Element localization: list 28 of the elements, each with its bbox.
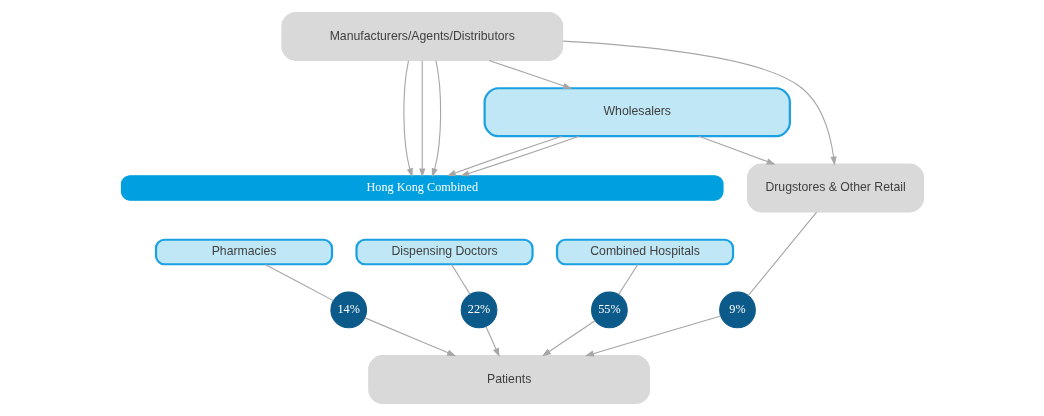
node-box: Manufacturers/Agents/Distributors: [280, 11, 563, 61]
node-circle: 55%: [590, 291, 628, 329]
arrow: [402, 60, 413, 178]
node-box: Dispensing Doctors: [354, 238, 534, 266]
node-box: Pharmacies: [154, 238, 333, 266]
connector: [747, 211, 817, 296]
arrow: [584, 315, 721, 357]
node-circle: 22%: [460, 291, 497, 329]
arrow: [697, 135, 775, 165]
arrow: [431, 60, 441, 178]
arrow: [561, 40, 837, 166]
connector: [450, 263, 471, 295]
arrow: [418, 60, 425, 178]
arrow: [541, 320, 596, 357]
node-box: Patients: [367, 355, 650, 405]
arrow: [363, 317, 456, 357]
arrow: [488, 59, 572, 89]
node-circle: 9%: [718, 291, 756, 329]
node-circle: 14%: [329, 291, 367, 329]
arrow: [459, 135, 580, 177]
connector: [264, 263, 334, 302]
node-box: Drugstores & Other Retail: [746, 163, 924, 213]
connector: [617, 263, 638, 295]
node-box: Hong Kong Combined: [120, 175, 724, 201]
node-box: Wholesalers: [483, 87, 791, 138]
arrow: [446, 135, 562, 177]
arrow: [484, 326, 500, 357]
node-box: Combined Hospitals: [555, 238, 734, 266]
